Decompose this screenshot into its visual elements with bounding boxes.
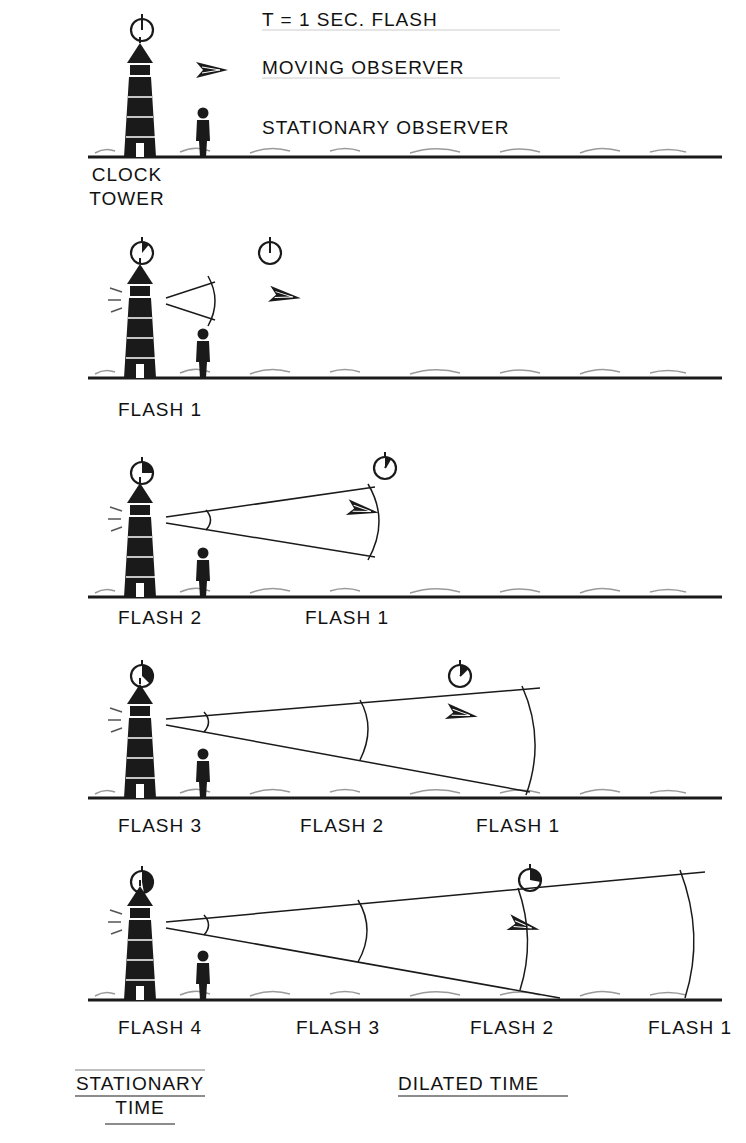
legend-text: MOVING OBSERVER xyxy=(262,56,465,80)
flash-label: FLASH 2 xyxy=(118,606,202,630)
time-caption: DILATED TIME xyxy=(398,1072,539,1096)
flash-label: FLASH 2 xyxy=(470,1016,554,1040)
flash-label: FLASH 4 xyxy=(118,1016,202,1040)
legend-text: T = 1 SEC. FLASH xyxy=(262,8,438,32)
flash-label: FLASH 1 xyxy=(648,1016,732,1040)
flash-label: FLASH 1 xyxy=(305,606,389,630)
legend-text: STATIONARY OBSERVER xyxy=(262,116,509,140)
flash-label: FLASH 2 xyxy=(300,814,384,838)
flash-label: FLASH 3 xyxy=(118,814,202,838)
time-caption: STATIONARY TIME xyxy=(62,1072,218,1120)
flash-label: FLASH 1 xyxy=(476,814,560,838)
flash-label: FLASH 1 xyxy=(118,398,202,422)
flash-label: FLASH 3 xyxy=(296,1016,380,1040)
tower-label: CLOCK TOWER xyxy=(82,163,172,211)
